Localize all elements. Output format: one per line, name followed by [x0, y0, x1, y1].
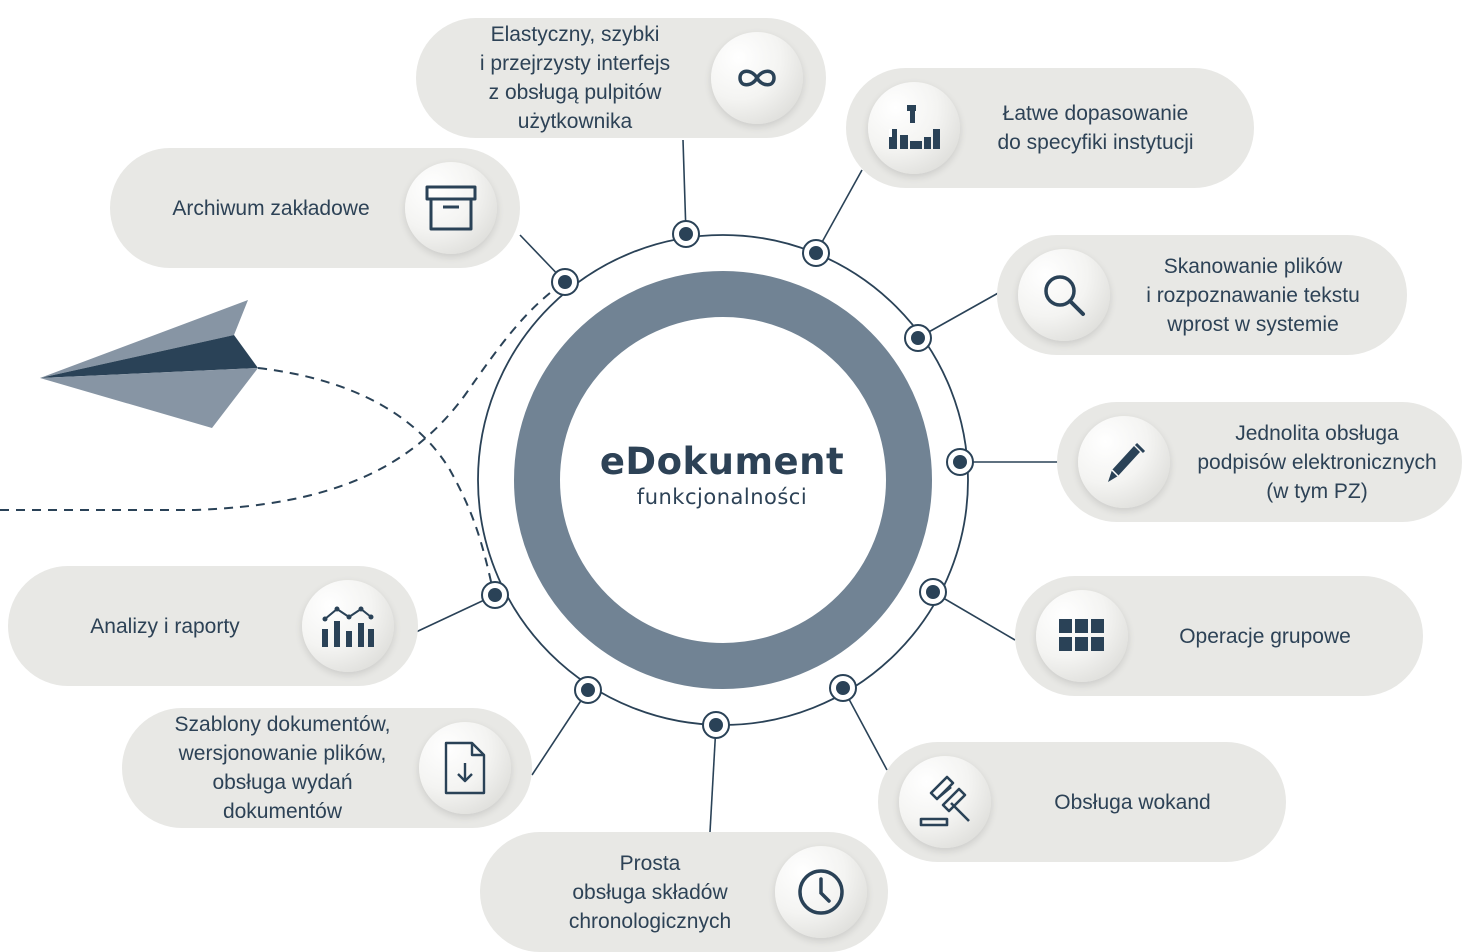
paper-plane-icon [40, 300, 258, 428]
infinity-icon [711, 32, 803, 124]
orbit-nodes [481, 220, 974, 739]
orbit-node [551, 268, 579, 296]
feature-label-analizy: Analizy i raporty [90, 614, 240, 638]
feature-label-interfejs: Elastyczny, szybki i przejrzysty interfe… [479, 23, 671, 133]
orbit-node [802, 239, 830, 267]
clock-icon [775, 846, 867, 938]
dashed-curve [257, 367, 495, 596]
archive-box-icon [405, 162, 497, 254]
document-download-icon [419, 722, 511, 814]
feature-label-archiwum: Archiwum zakładowe [172, 196, 370, 220]
orbit-node [672, 220, 700, 248]
feature-label-skanowanie: Skanowanie plików i rozpoznawanie tekstu… [1146, 254, 1360, 336]
feature-label-szablony: Szablony dokumentów, wersjonowanie plikó… [174, 713, 391, 823]
feature-label-sklady: Prosta obsługa składów chronologicznych [568, 851, 732, 933]
grid-icon [1036, 590, 1128, 682]
dashed-flight-path [0, 282, 564, 511]
feature-label-dopasowanie: Łatwe dopasowanie do specyfiki instytucj… [997, 102, 1194, 154]
gavel-icon [899, 756, 991, 848]
bar-chart-icon [302, 580, 394, 672]
center-title: eDokument [599, 440, 845, 483]
orbit-node [574, 676, 602, 704]
center-subtitle: funkcjonalności [636, 485, 808, 509]
orbit-node [904, 324, 932, 352]
feature-label-grupowe: Operacje grupowe [1179, 624, 1351, 648]
center-ring [514, 271, 932, 689]
feature-label-wokandy: Obsługa wokand [1054, 790, 1211, 814]
feature-label-podpisy: Jednolita obsługa podpisów elektroniczny… [1197, 421, 1437, 503]
blocks-icon [868, 82, 960, 174]
orbit-node [702, 711, 730, 739]
orbit-node [946, 448, 974, 476]
connector-lines [415, 139, 1060, 833]
pen-icon [1078, 416, 1170, 508]
orbit-node [481, 581, 509, 609]
magnifier-icon [1018, 249, 1110, 341]
orbit-node [829, 674, 857, 702]
orbit-node [919, 578, 947, 606]
